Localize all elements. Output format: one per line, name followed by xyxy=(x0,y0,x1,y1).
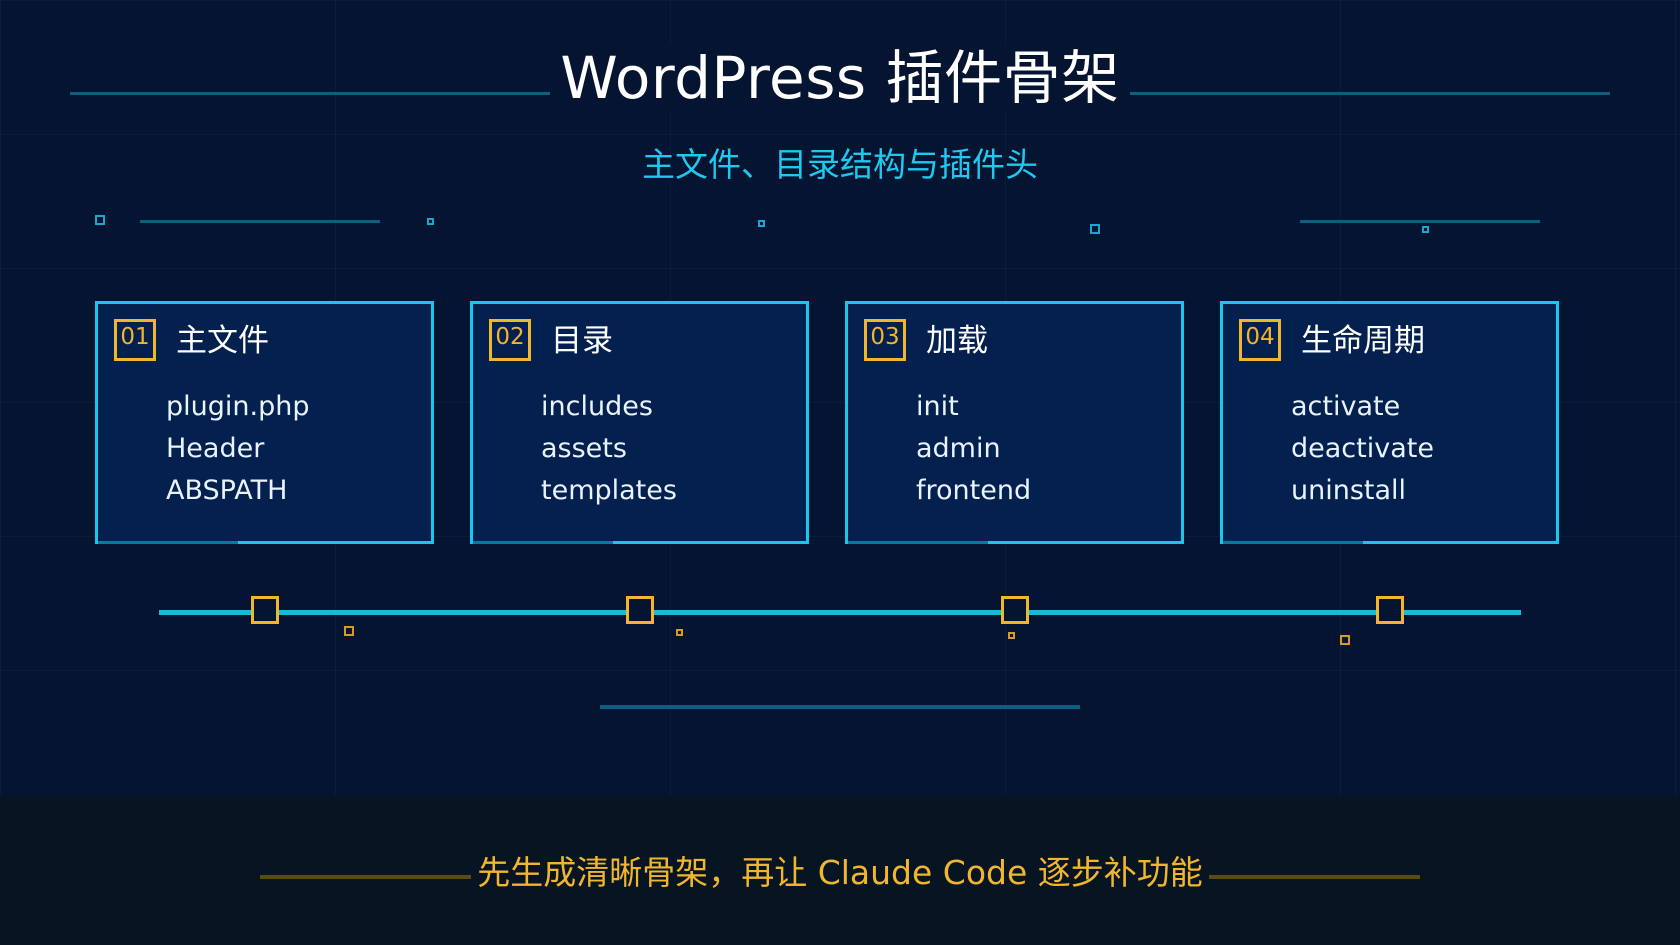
card-item: assets xyxy=(541,433,627,464)
card-item: frontend xyxy=(916,475,1032,506)
card-title: 生命周期 xyxy=(1301,323,1425,359)
footer-caption: 先生成清晰骨架，再让 Claude Code 逐步补功能 xyxy=(0,848,1680,898)
card-loading: 03 加载 init admin frontend xyxy=(845,301,1184,544)
card-accent xyxy=(848,541,988,544)
timeline-node xyxy=(1001,596,1029,624)
card-item: plugin.php xyxy=(166,391,310,422)
deco-mini-square xyxy=(1340,635,1350,645)
card-number-badge: 04 xyxy=(1239,319,1281,361)
card-items: plugin.php Header ABSPATH xyxy=(166,386,309,512)
deco-line-bottom xyxy=(600,705,1080,709)
card-directory: 02 目录 includes assets templates xyxy=(470,301,809,544)
card-items: includes assets templates xyxy=(541,386,677,512)
deco-mini-square xyxy=(344,626,354,636)
deco-dot xyxy=(758,220,765,227)
timeline-node xyxy=(251,596,279,624)
card-items: init admin frontend xyxy=(916,386,1031,512)
card-number-badge: 02 xyxy=(489,319,531,361)
timeline-node xyxy=(626,596,654,624)
card-item: Header xyxy=(166,433,265,464)
deco-dot xyxy=(1422,226,1429,233)
timeline-line xyxy=(159,610,1521,615)
card-item: ABSPATH xyxy=(166,475,288,506)
card-title: 加载 xyxy=(926,323,988,359)
card-items: activate deactivate uninstall xyxy=(1291,386,1434,512)
card-item: activate xyxy=(1291,391,1401,422)
deco-line-right xyxy=(1300,220,1540,223)
card-accent xyxy=(1223,541,1363,544)
card-item: admin xyxy=(916,433,1001,464)
card-title: 目录 xyxy=(551,323,613,359)
slide-subtitle: 主文件、目录结构与插件头 xyxy=(642,145,1038,184)
card-item: templates xyxy=(541,475,677,506)
deco-dot xyxy=(427,218,434,225)
deco-line-left xyxy=(140,220,380,223)
deco-dot xyxy=(1090,224,1100,234)
slide-title: WordPress 插件骨架 xyxy=(0,38,1680,118)
card-item: uninstall xyxy=(1291,475,1407,506)
card-item: deactivate xyxy=(1291,433,1434,464)
deco-dot xyxy=(95,215,105,225)
card-accent xyxy=(473,541,613,544)
deco-mini-square xyxy=(1008,632,1015,639)
card-item: includes xyxy=(541,391,653,422)
card-item: init xyxy=(916,391,959,422)
card-main-file: 01 主文件 plugin.php Header ABSPATH xyxy=(95,301,434,544)
card-number-badge: 03 xyxy=(864,319,906,361)
card-lifecycle: 04 生命周期 activate deactivate uninstall xyxy=(1220,301,1559,544)
timeline-node xyxy=(1376,596,1404,624)
card-title: 主文件 xyxy=(176,323,269,359)
card-accent xyxy=(98,541,238,544)
card-number-badge: 01 xyxy=(114,319,156,361)
deco-mini-square xyxy=(676,629,683,636)
